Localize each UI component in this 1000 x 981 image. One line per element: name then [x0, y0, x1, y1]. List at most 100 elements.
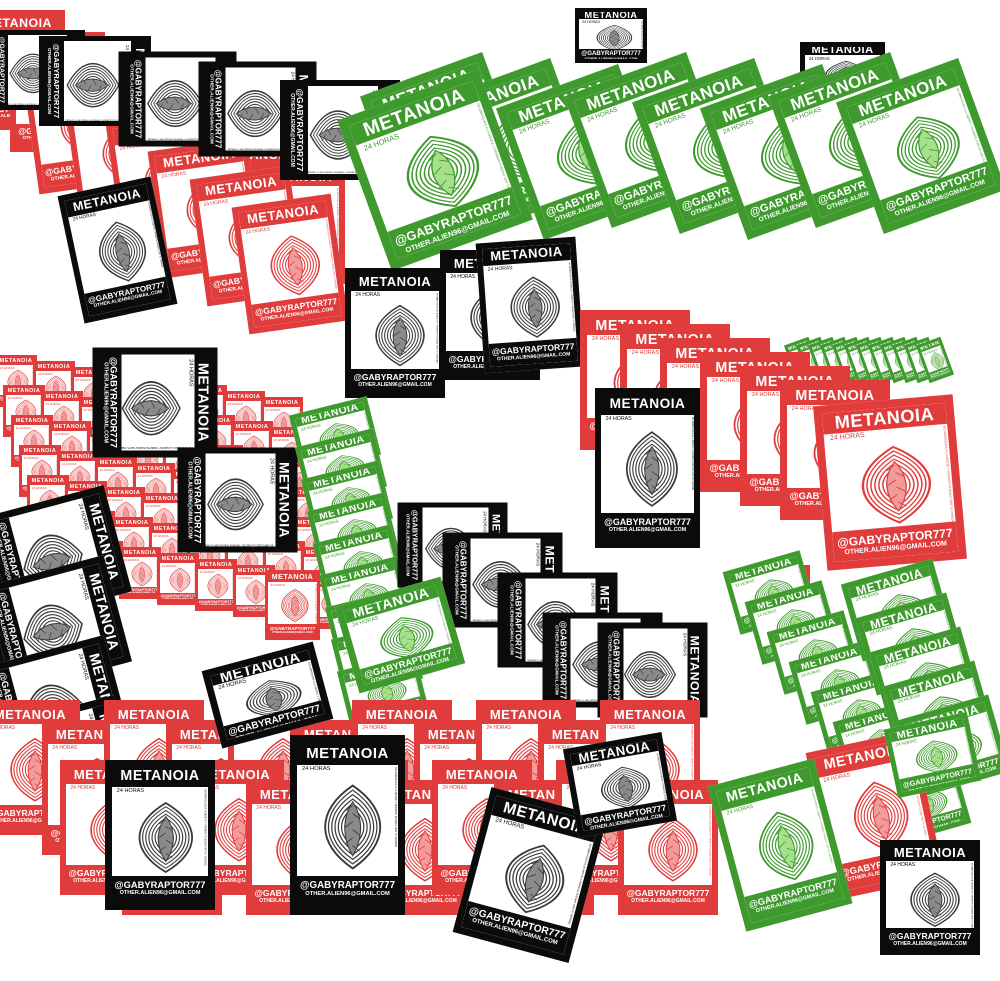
poster-title: METANOIA	[238, 200, 328, 230]
leaf-artwork-icon	[909, 872, 960, 928]
poster-subtitle: 24 HORAS	[0, 724, 16, 731]
poster-footer: @GABYRAPTOR777 OTHER.ALIEN96@GMAIL.COM	[183, 453, 206, 547]
poster-handle: @GABYRAPTOR777	[294, 88, 305, 172]
leaf-artwork-icon	[169, 568, 191, 593]
metanoia-poster: METANOIA 24 HORAS NO ABROGUES A LA MENTE…	[337, 69, 533, 271]
poster-subtitle: 24 HORAS	[53, 431, 69, 436]
poster-footer: @GABYRAPTOR777 OTHER.ALIEN96@GMAIL.COM	[448, 538, 471, 622]
poster-footer: @GABYRAPTOR777 OTHER.ALIEN96@GMAIL.COM	[503, 578, 526, 662]
poster-title: METANOIA	[236, 568, 272, 575]
poster-subtitle: 24 HORAS	[270, 583, 286, 588]
poster-footer: @GABYRAPTOR777 OTHER.ALIEN96@GMAIL.COM	[886, 928, 974, 949]
poster-subtitle: 24 HORAS	[123, 557, 139, 562]
poster-subtitle: 24 HORAS	[235, 431, 251, 436]
leaf-artwork-icon	[647, 817, 698, 882]
leaf-artwork-icon	[147, 80, 203, 128]
poster-email: OTHER.ALIEN96@GMAIL.COM	[608, 527, 687, 534]
poster-subtitle: 24 HORAS	[83, 407, 99, 412]
poster-handle: @GABYRAPTOR777	[604, 517, 691, 528]
poster-title: METANOIA	[160, 556, 196, 563]
leaf-artwork-icon	[626, 431, 678, 508]
metanoia-poster: METANOIA 24 HORAS NO ABROGUES A LA MENTE…	[198, 61, 317, 157]
poster-subtitle: 24 HORAS	[99, 467, 115, 472]
poster-email: OTHER.ALIEN96@GMAIL.COM	[893, 941, 967, 948]
leaf-artwork-icon	[138, 802, 193, 873]
poster-subtitle: 24 HORAS	[582, 20, 600, 25]
leaf-artwork-icon	[374, 304, 425, 366]
poster-subtitle: 24 HORAS	[268, 458, 275, 485]
poster-title: METANOIA	[821, 402, 948, 436]
poster-subtitle: 24 HORAS	[631, 350, 660, 357]
poster-email: OTHER.ALIEN96@GMAIL.COM	[238, 609, 270, 612]
poster-subtitle: 24 HORAS	[605, 415, 632, 422]
leaf-artwork-icon	[861, 446, 931, 524]
poster-subtitle: 24 HORAS	[711, 378, 740, 385]
poster-subtitle: 24 HORAS	[52, 744, 78, 751]
poster-title: METANOIA	[234, 424, 270, 431]
poster-handle: @GABYRAPTOR777	[269, 626, 316, 632]
leaf-artwork-icon	[623, 651, 676, 699]
metanoia-poster: METANOIA 24 HORAS NO ABROGUES A LA MENTE…	[475, 236, 585, 374]
poster-footer: @GABYRAPTOR777 OTHER.ALIEN96@GMAIL.COM	[99, 354, 122, 451]
poster-subtitle: 24 HORAS	[227, 401, 243, 406]
leaf-artwork-icon	[505, 844, 564, 914]
poster-handle: @GABYRAPTOR777	[114, 879, 206, 890]
poster-email: OTHER.ALIEN96@GMAIL.COM	[631, 898, 705, 905]
poster-subtitle: 24 HORAS	[424, 744, 450, 751]
poster-subtitle: 24 HORAS	[591, 336, 620, 343]
poster-handle: @GABYRAPTOR777	[410, 509, 420, 581]
poster-handle: @GABYRAPTOR777	[458, 540, 468, 620]
metanoia-poster: METANOIA 24 HORAS NO ABROGUES A LA MENTE…	[575, 8, 647, 63]
leaf-artwork-icon	[509, 276, 560, 338]
poster-title: METANOIA	[358, 706, 446, 724]
poster-email: OTHER.ALIEN96@GMAIL.COM	[358, 381, 432, 388]
poster-handle: @GABYRAPTOR777	[558, 620, 568, 700]
metanoia-poster: METANOIA 24 HORAS NO ABROGUES A LA MENTE…	[201, 641, 334, 749]
poster-title: METANOIA	[438, 766, 526, 784]
poster-subtitle: 24 HORAS	[70, 784, 96, 791]
poster-email: OTHER.ALIEN96@GMAIL.COM	[305, 891, 390, 898]
poster-subtitle: 24 HORAS	[890, 861, 916, 868]
leaf-artwork-icon	[758, 811, 813, 881]
poster-title: METANOIA	[198, 562, 234, 569]
poster-footer: @GABYRAPTOR777 OTHER.ALIEN96@GMAIL.COM	[44, 41, 65, 121]
leaf-artwork-icon	[245, 580, 267, 605]
metanoia-poster: METANOIA 24 HORAS NO ABROGUES A LA MENTE…	[883, 711, 982, 799]
poster-subtitle: 24 HORAS	[486, 724, 512, 731]
poster-subtitle: 24 HORAS	[589, 582, 595, 607]
poster-handle: @GABYRAPTOR777	[52, 43, 62, 119]
metanoia-poster: METANOIA 24 HORAS NO ABROGUES A LA MENTE…	[813, 394, 967, 571]
poster-email: OTHER.ALIEN96@GMAIL.COM	[186, 461, 193, 539]
poster-footer: @GABYRAPTOR777 OTHER.ALIEN96@GMAIL.COM	[204, 67, 226, 151]
poster-subtitle: 24 HORAS	[681, 632, 687, 657]
leaf-artwork-icon	[227, 90, 283, 138]
poster-subtitle: 24 HORAS	[791, 406, 820, 413]
poster-subtitle: 24 HORAS	[362, 724, 388, 731]
poster-subtitle: 24 HORAS	[37, 371, 53, 376]
poster-handle: @GABYRAPTOR777	[0, 36, 6, 104]
leaf-artwork-icon	[379, 617, 433, 659]
poster-subtitle: 24 HORAS	[548, 744, 574, 751]
poster-subtitle: 24 HORAS	[115, 527, 131, 532]
poster-title: METANOIA	[144, 496, 180, 503]
leaf-artwork-icon	[98, 221, 146, 282]
poster-title: METANOIA	[805, 47, 880, 55]
poster-email: OTHER.ALIEN96@GMAIL.COM	[162, 597, 194, 600]
poster-email: OTHER.ALIEN96@GMAIL.COM	[128, 64, 134, 134]
poster-handle: @GABYRAPTOR777	[0, 808, 71, 819]
metanoia-poster: METANOIA 24 HORAS NO ABROGUES A LA MENTE…	[118, 51, 237, 147]
leaf-artwork-icon	[122, 380, 182, 436]
leaf-artwork-icon	[66, 62, 120, 108]
metanoia-poster: METANOIA 24 HORAS NO ABROGUES A LA MENTE…	[597, 622, 708, 718]
poster-title: METANOIA	[601, 394, 694, 415]
poster-title: METANOIA	[226, 394, 262, 401]
poster-handle: @GABYRAPTOR777	[160, 593, 196, 598]
poster-title: METANOIA	[106, 490, 142, 497]
metanoia-poster: METANOIA 24 HORAS NO ABROGUES A LA MENTE…	[915, 336, 955, 384]
metanoia-poster: METANOIA 24 HORAS NO ABROGUES A LA MENTE…	[57, 176, 178, 324]
poster-title: METANOIA	[0, 358, 34, 365]
poster-subtitle: 24 HORAS	[237, 575, 253, 580]
poster-title: METANOIA	[606, 706, 694, 724]
poster-handle: @GABYRAPTOR777	[299, 880, 396, 892]
